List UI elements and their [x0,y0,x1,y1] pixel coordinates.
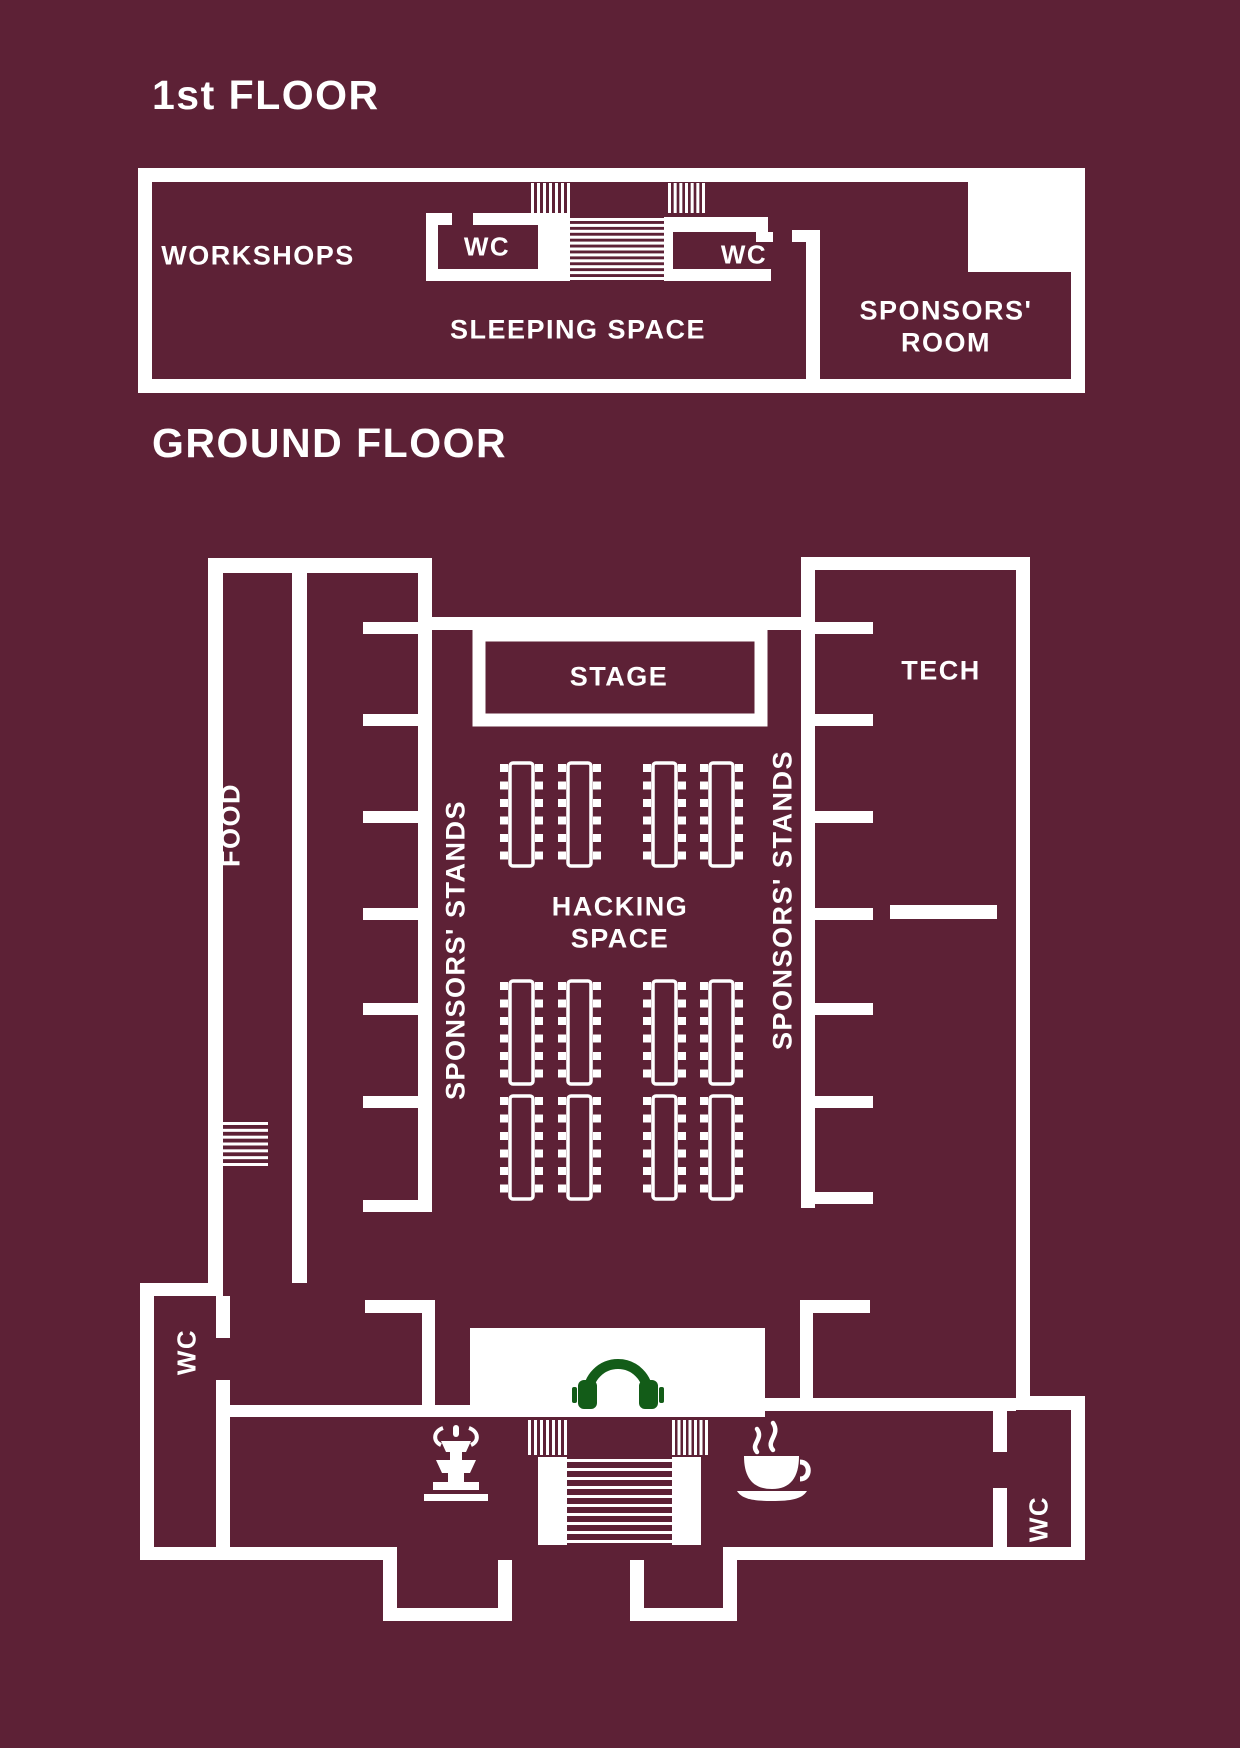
table-with-chairs [643,1094,686,1201]
table-with-chairs [643,979,686,1086]
food-label: FOOD [215,783,246,867]
sponsors-stands-right-label: SPONSORS' STANDS [767,750,798,1050]
coffee-cup-icon [737,1420,811,1501]
ground-wc-left-label: WC [171,1328,202,1376]
ground-floor-plan [140,557,1085,1621]
hacking-space-tables [500,761,743,1201]
drinking-fountain-icon [424,1425,488,1501]
sponsors-stands-right-booths [801,557,873,1208]
table-with-chairs [500,761,543,868]
sleeping-space-label: SLEEPING SPACE [449,314,707,345]
sponsors-stands-left-booths [363,573,432,1212]
table-with-chairs [558,979,601,1086]
table-with-chairs [558,1094,601,1201]
stairs-hatching-first-floor [531,183,705,280]
ground-floor-title: GROUND FLOOR [152,420,508,466]
info-desk-bar [470,1328,765,1417]
first-floor-wc-right-room [664,217,773,281]
table-with-chairs [643,761,686,868]
table-with-chairs [700,1094,743,1201]
first-floor-title: 1st FLOOR [152,72,380,118]
tech-label: TECH [901,655,981,686]
table-with-chairs [700,979,743,1086]
first-floor-notch [968,169,1085,272]
table-with-chairs [558,761,601,868]
first-floor-wc-right-label: WC [720,239,768,270]
entrance-hall-walls [140,1283,1085,1621]
first-floor-wc-left-room [426,213,570,281]
stairs-hatching-entrance [528,1420,708,1545]
sponsors-room-label: SPONSORS' ROOM [859,295,1033,358]
sponsors-stands-left-label: SPONSORS' STANDS [440,800,471,1100]
ground-wc-left-room [216,1296,230,1547]
headphones-icon [572,1359,664,1409]
stage-room [472,628,768,727]
table-with-chairs [500,1094,543,1201]
tech-room [807,557,1030,1410]
ground-wc-right-room [993,1410,1007,1560]
first-floor-plan [138,168,1085,393]
stairs-hatching-food-corridor [223,1122,268,1166]
stage-label: STAGE [569,661,669,692]
workshops-label: WORKSHOPS [161,240,355,271]
hacking-space-label: HACKING SPACE [551,891,689,954]
first-floor-wc-left-label: WC [463,231,511,262]
ground-wc-right-label: WC [1023,1495,1054,1543]
table-with-chairs [500,979,543,1086]
table-with-chairs [700,761,743,868]
